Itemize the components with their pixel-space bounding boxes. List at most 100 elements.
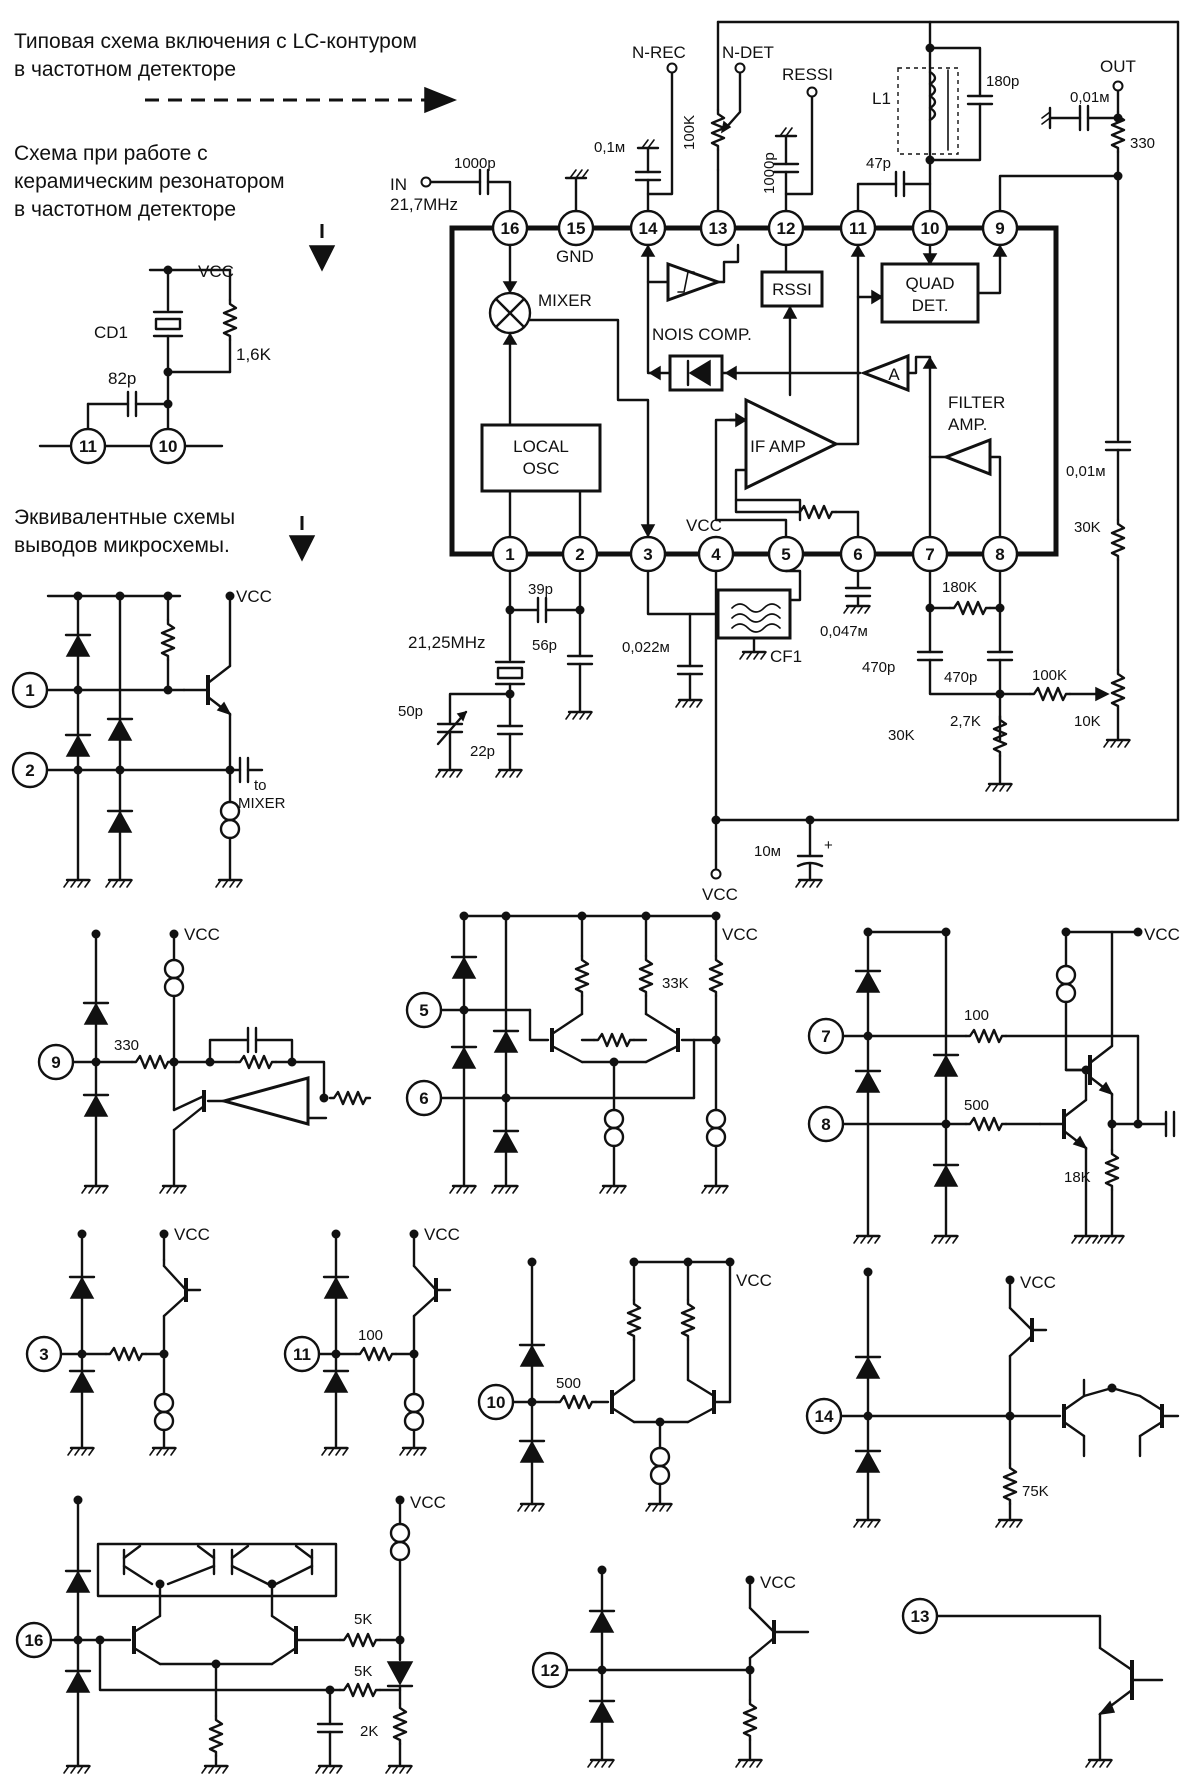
vcc-label: VCC — [1144, 925, 1180, 944]
pin-label: 4 — [711, 545, 721, 564]
eq-pin-13: 13 — [901, 1597, 1164, 1769]
if-amp-block: IF AMP — [714, 243, 866, 539]
eq-pin-9-label: 9 — [51, 1053, 60, 1072]
r13-label: 100K — [681, 115, 698, 150]
eq-pin-7-label: 7 — [821, 1027, 830, 1046]
ceramic-heading-line3: в частотном детекторе — [14, 198, 236, 221]
vcc-label: VCC — [722, 925, 758, 944]
lc-heading: Типовая схема включения с LC-контуром в … — [14, 30, 458, 114]
cf1-filter — [716, 588, 792, 640]
rssi-block: RSSI — [760, 243, 824, 397]
r11-label: 100 — [358, 1327, 383, 1344]
filter-amp-label-2: AMP. — [948, 415, 987, 434]
rssi-label: RSSI — [772, 280, 812, 299]
vcc-label: VCC — [410, 1493, 446, 1512]
eq-pins-1-2: 1 VCC 2 to MIXER — [11, 587, 286, 889]
ceramic-resonator-circuit: VCC CD1 1,6K 82p 11 10 — [38, 262, 272, 465]
local-osc-block: LOCAL OSC — [480, 423, 602, 539]
l1-shield — [897, 67, 959, 155]
ceramic-heading-line1: Схема при работе с — [14, 142, 208, 165]
pin-label: 2 — [575, 545, 584, 564]
eq-pin-8-label: 8 — [821, 1115, 830, 1134]
pin-10-label: 10 — [159, 437, 178, 456]
vcc-label: VCC — [236, 587, 272, 606]
c11-label: 47p — [866, 155, 891, 172]
eq-pin-10: 10 500 VCC — [477, 1257, 772, 1513]
amp-a-label: A — [888, 365, 900, 384]
vcc-label: VCC — [174, 1225, 210, 1244]
chip-body — [449, 225, 1059, 557]
c-in-label: 1000p — [454, 155, 496, 172]
n-rec-label: N-REC — [632, 43, 686, 62]
equivalent-heading-line1: Эквивалентные схемы — [14, 506, 235, 529]
eq-pin-6-label: 6 — [419, 1089, 428, 1108]
eq-pin-10-label: 10 — [487, 1393, 506, 1412]
r10-label: 500 — [556, 1375, 581, 1392]
out-label: OUT — [1100, 57, 1136, 76]
local-osc-label-2: OSC — [523, 459, 560, 478]
eq-pin-5-label: 5 — [419, 1001, 428, 1020]
r-out-label: 330 — [1130, 135, 1155, 152]
r2k7-label: 2,7K — [950, 713, 981, 730]
eq-pin-12-label: 12 — [541, 1661, 560, 1680]
r8-label: 500 — [964, 1097, 989, 1114]
r9-label: 330 — [114, 1037, 139, 1054]
cf1-label: CF1 — [770, 647, 802, 666]
pin-label: 14 — [639, 219, 658, 238]
r16b-label: 5K — [354, 1663, 372, 1680]
eq-pin-14-label: 14 — [815, 1407, 834, 1426]
arrow-down-icon — [288, 535, 316, 562]
r30-label: 30K — [888, 727, 915, 744]
to-mixer-2: MIXER — [238, 795, 286, 812]
arrow-head-icon — [424, 86, 458, 114]
c-right-label: 0,01м — [1066, 463, 1106, 480]
vcc-label: VCC — [686, 516, 722, 535]
r18k-label: 18K — [1064, 1169, 1091, 1186]
eq-pin-13-label: 13 — [911, 1607, 930, 1626]
c7-label: 470p — [862, 659, 895, 676]
pin-label: 9 — [995, 219, 1004, 238]
pin-label: 15 — [567, 219, 586, 238]
filter-amp-label-1: FILTER — [948, 393, 1005, 412]
r180-label: 180K — [942, 579, 977, 596]
c-out-label: 0,01м — [1070, 89, 1110, 106]
pin-label: 7 — [925, 545, 934, 564]
pin-label: 1 — [505, 545, 514, 564]
r75k-label: 75K — [1022, 1483, 1049, 1500]
main-schematic: 16 15 14 13 12 11 10 9 1 2 3 4 5 6 7 8 M… — [390, 20, 1180, 904]
cd1-label: CD1 — [94, 323, 128, 342]
c50-label: 50p — [398, 703, 423, 720]
c-tank-label: 180p — [986, 73, 1019, 90]
eq-pins-7-8: 7 100 8 500 VCC 18K — [807, 925, 1180, 1245]
vcc-label: VCC — [198, 262, 234, 281]
eq-pin-1: 1 — [25, 681, 34, 700]
pin-label: 12 — [777, 219, 796, 238]
if-amp-label: IF AMP — [750, 437, 806, 456]
pin-label: 10 — [921, 219, 940, 238]
lc-heading-line1: Типовая схема включения с LC-контуром — [14, 30, 417, 53]
c-vcc-label: 10м — [754, 843, 781, 860]
c6-label: 0,047м — [820, 623, 868, 640]
c3-label: 0,022м — [622, 639, 670, 656]
in-label: IN — [390, 175, 407, 194]
c22-label: 22p — [470, 743, 495, 760]
crystal-label: 21,25MHz — [408, 633, 485, 652]
vcc-bottom-label: VCC — [702, 885, 738, 904]
c39-label: 39p — [528, 581, 553, 598]
in-freq-label: 21,7MHz — [390, 195, 458, 214]
r-1k6-label: 1,6K — [236, 345, 272, 364]
r-right-label: 30K — [1074, 519, 1101, 536]
ceramic-heading: Схема при работе с керамическим резонато… — [14, 142, 336, 272]
r100k-label: 100K — [1032, 667, 1067, 684]
c8-label: 470p — [944, 669, 977, 686]
to-mixer-1: to — [254, 777, 267, 794]
eq-pin-9: 9 330 VCC — [37, 925, 372, 1195]
pin-11-label: 11 — [79, 437, 97, 456]
c56-label: 56p — [532, 637, 557, 654]
eq-pin-3-label: 3 — [39, 1345, 48, 1364]
lc-heading-line2: в частотном детекторе — [14, 58, 236, 81]
l1-label: L1 — [872, 89, 891, 108]
ressi-label: RESSI — [782, 65, 833, 84]
plus-sign: + — [824, 837, 833, 854]
quad-det-label-2: DET. — [912, 296, 949, 315]
